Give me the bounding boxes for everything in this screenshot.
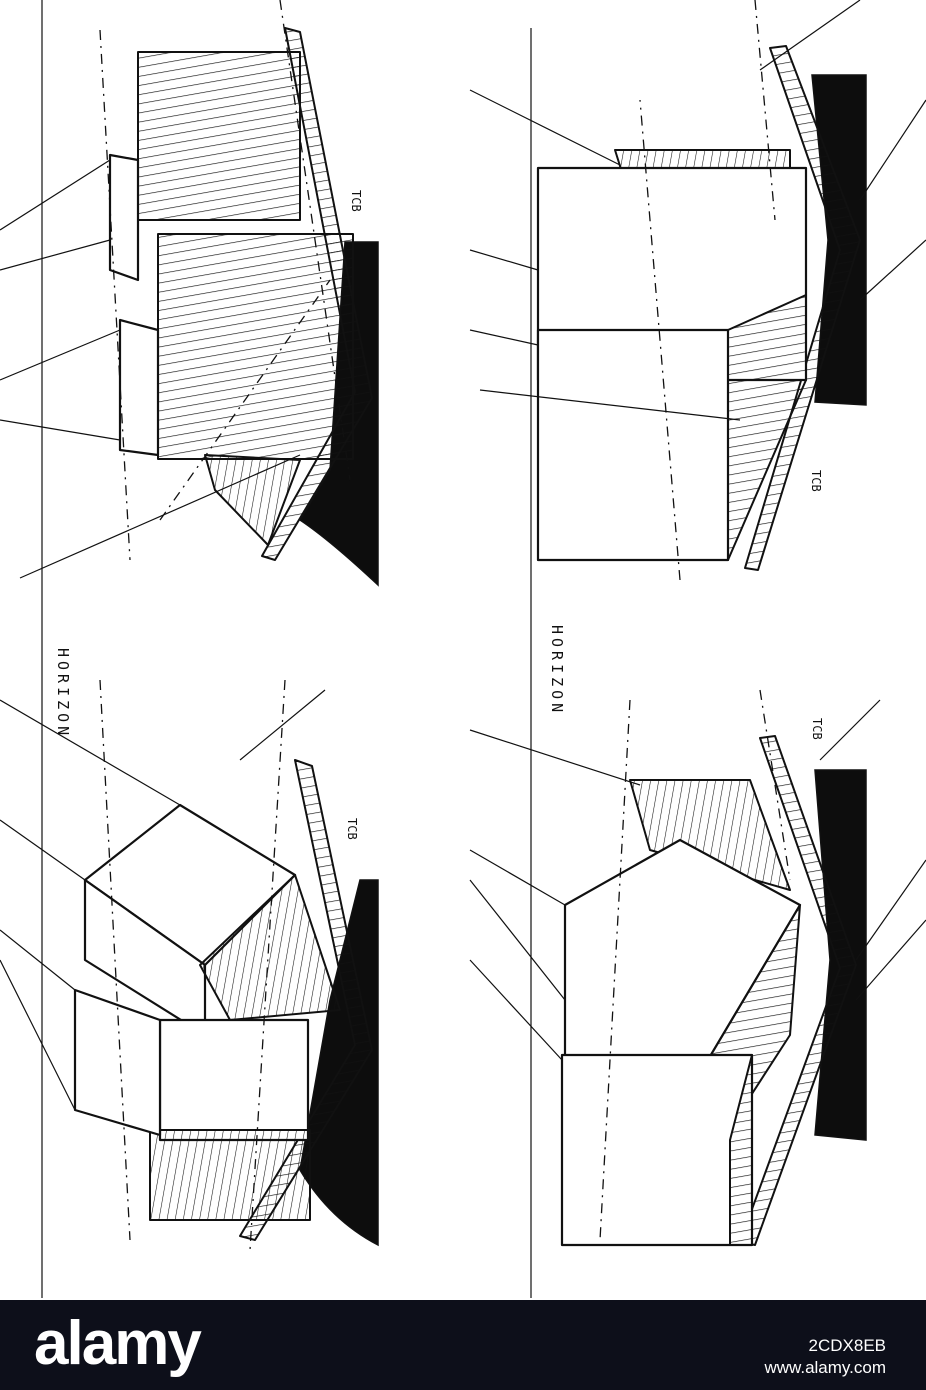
initials-top-right: TCB [809, 470, 823, 492]
site-url[interactable]: www.alamy.com [764, 1358, 886, 1377]
panel-bottom-right [469, 689, 926, 1247]
horizon-label-left: HORIZON [54, 648, 72, 739]
panel-bottom-left [0, 679, 379, 1251]
initials-bottom-right: TCB [810, 718, 824, 740]
initials-top-left: TCB [349, 190, 363, 212]
perspective-drawing: HORIZON HORIZON [0, 0, 926, 1298]
horizon-label-right: HORIZON [548, 625, 566, 716]
image-id: 2CDX8EB [808, 1336, 886, 1355]
stock-watermark-bar: alamy 2CDX8EB www.alamy.com [0, 1300, 926, 1390]
panel-top-left [0, 0, 379, 587]
initials-bottom-left: TCB [345, 818, 359, 840]
panel-top-right [469, 0, 926, 581]
brand-logo: alamy [34, 1309, 202, 1378]
